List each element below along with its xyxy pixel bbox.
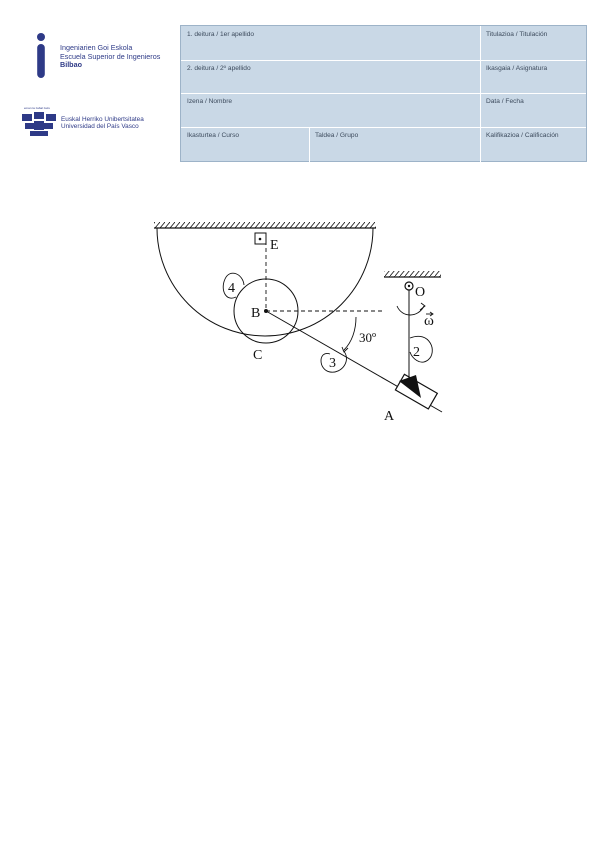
label-link3: 3 <box>329 356 336 371</box>
school-name-line3: Bilbao <box>60 60 82 70</box>
label-link2: 2 <box>413 345 420 360</box>
surname1-label: 1. deitura / 1er apellido <box>187 31 255 38</box>
ground-hatch-top <box>154 222 376 229</box>
university-name: Euskal Herriko Unibertsitatea Universida… <box>61 116 144 130</box>
degree-field[interactable]: Titulazioa / Titulación <box>480 26 588 60</box>
school-name-line1: Ingeniarien Goi Eskola <box>60 43 133 52</box>
group-label: Taldea / Grupo <box>315 132 359 139</box>
school-logo-icon <box>37 33 45 78</box>
university-name-line1: Euskal Herriko Unibertsitatea <box>61 116 144 123</box>
link-4-tag <box>222 272 245 299</box>
form-row-name: Izena / Nombre Data / Fecha <box>181 93 586 128</box>
course-field[interactable]: Ikasturtea / Curso <box>181 127 309 162</box>
name-field[interactable]: Izena / Nombre <box>181 93 481 127</box>
form-row-course: Ikasturtea / Curso Taldea / Grupo Kalifi… <box>181 127 586 162</box>
name-label: Izena / Nombre <box>187 98 233 105</box>
university-name-line2: Universidad del País Vasco <box>61 123 139 131</box>
disc-4 <box>233 278 299 344</box>
label-A: A <box>384 409 395 422</box>
slider-pivot <box>399 375 421 398</box>
mechanism-diagram: E 4 B C 30º 3 O ω 2 A <box>154 222 443 422</box>
label-C: C <box>253 348 262 363</box>
grade-field[interactable]: Kalifikazioa / Calificación <box>480 127 588 162</box>
form-row-surname2: 2. deitura / 2º apellido Ikasgaia / Asig… <box>181 60 586 94</box>
school-name-line2: Escuela Superior de Ingenieros <box>60 51 161 61</box>
course-label: Ikasturtea / Curso <box>187 132 240 139</box>
surname2-label: 2. deitura / 2º apellido <box>187 65 251 72</box>
label-O: O <box>415 285 425 300</box>
subject-label: Ikasgaia / Asignatura <box>486 65 548 72</box>
date-field[interactable]: Data / Fecha <box>480 93 588 127</box>
grade-label: Kalifikazioa / Calificación <box>486 132 559 139</box>
label-omega: ω <box>424 313 434 329</box>
surname2-field[interactable]: 2. deitura / 2º apellido <box>181 60 481 93</box>
date-label: Data / Fecha <box>486 98 524 105</box>
form-row-surname1: 1. deitura / 1er apellido Titulazioa / T… <box>181 26 586 61</box>
label-angle: 30º <box>359 330 376 345</box>
semicircle-body <box>156 227 374 337</box>
degree-label: Titulazioa / Titulación <box>486 31 548 38</box>
label-E: E <box>270 238 279 253</box>
group-field[interactable]: Taldea / Grupo <box>309 127 480 162</box>
university-logo-icon <box>22 112 56 136</box>
student-info-form: 1. deitura / 1er apellido Titulazioa / T… <box>180 25 587 162</box>
university-motto: eman ta zabal zazu <box>24 106 51 110</box>
link-3-tag <box>320 349 347 373</box>
ground-hatch-O <box>384 271 441 278</box>
angle-arc <box>343 316 357 351</box>
omega-arrow-icon <box>396 305 425 316</box>
link-2-tag <box>409 335 433 363</box>
right-angle-mark-E <box>254 232 267 245</box>
label-link4: 4 <box>228 281 235 296</box>
surname1-field[interactable]: 1. deitura / 1er apellido <box>181 26 481 60</box>
school-name: Ingeniarien Goi Eskola Escuela Superior … <box>60 43 161 70</box>
subject-field[interactable]: Ikasgaia / Asignatura <box>480 60 588 93</box>
label-B: B <box>251 306 260 321</box>
